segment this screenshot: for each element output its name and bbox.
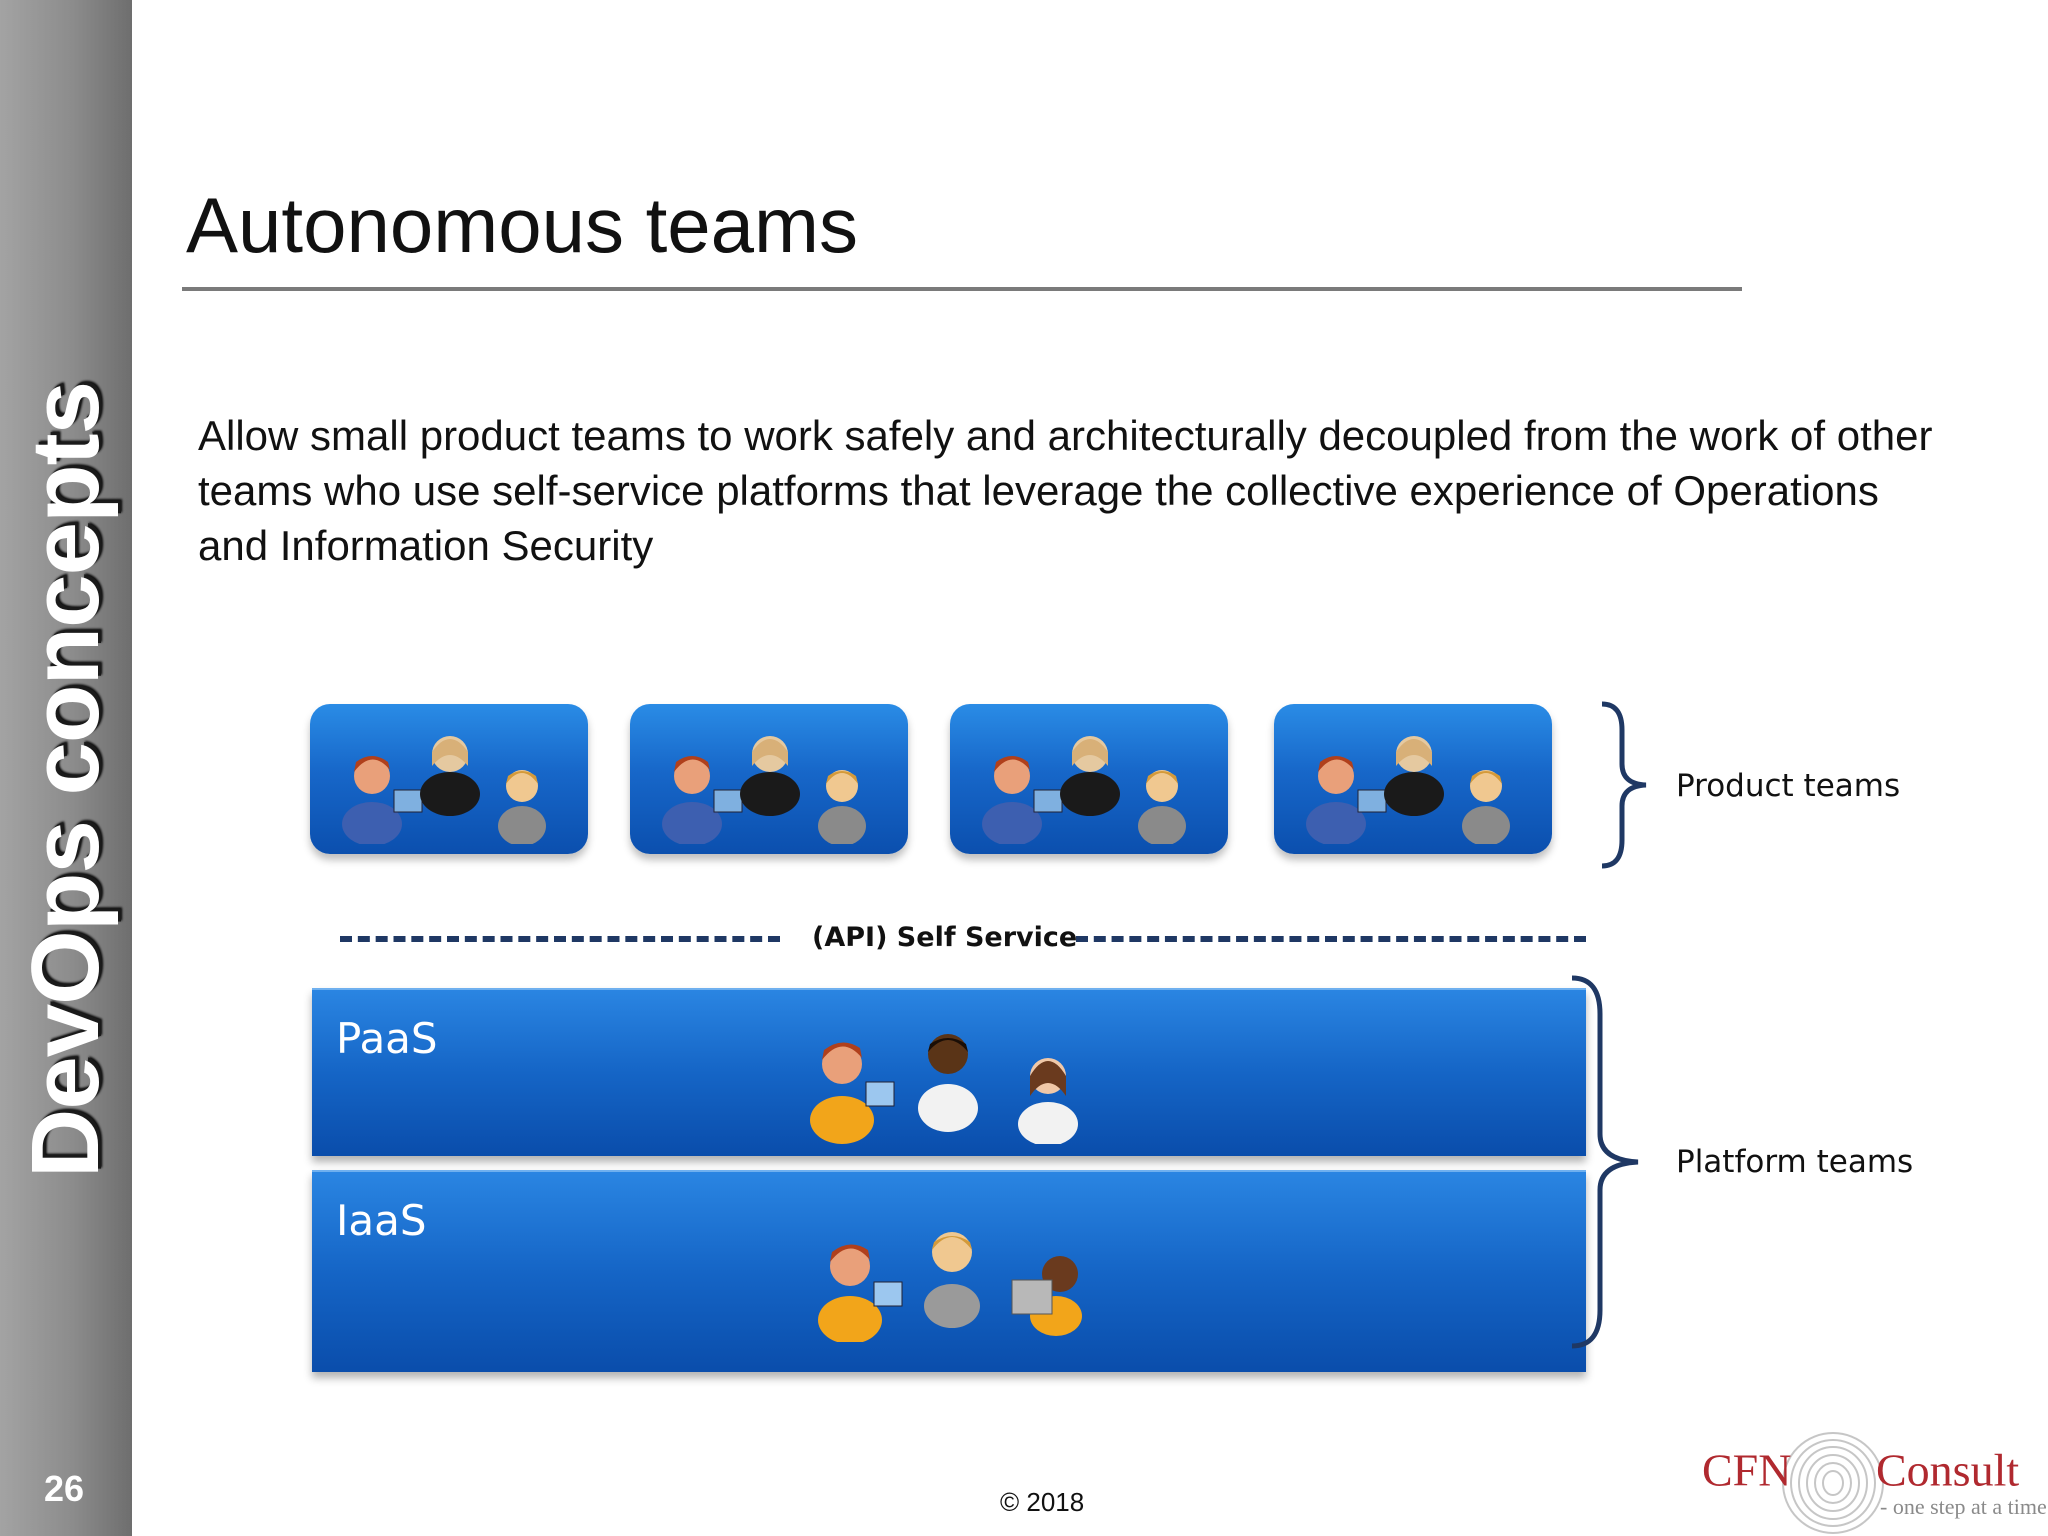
api-self-service-label: (API) Self Service — [812, 922, 1078, 953]
product-teams-brace — [1601, 701, 1647, 869]
slide-title: Autonomous teams — [186, 181, 859, 269]
slide-body-text: Allow small product teams to work safely… — [198, 412, 1933, 569]
title-divider — [182, 287, 1742, 291]
product-team-card — [630, 704, 908, 854]
product-team-card — [310, 704, 588, 854]
logo-tagline: - one step at a time — [1880, 1494, 2047, 1519]
fingerprint-logo-icon — [1782, 1432, 1884, 1534]
team-people-icon — [982, 736, 1186, 844]
product-teams-label: Product teams — [1676, 768, 1901, 804]
product-team-card — [1274, 704, 1552, 854]
team-people-icon — [342, 736, 546, 844]
paas-layer: PaaS — [312, 988, 1586, 1156]
team-people-icon — [1306, 736, 1510, 844]
team-people-icon — [662, 736, 866, 844]
page-number: 26 — [43, 1468, 85, 1509]
platform-people-icon — [810, 1034, 1078, 1144]
paas-label: PaaS — [336, 1014, 438, 1063]
iaas-layer: IaaS — [312, 1170, 1586, 1372]
section-title: DevOps concepts — [12, 382, 119, 1178]
platform-teams-label: Platform teams — [1676, 1144, 1914, 1180]
logo-consult: Consult — [1876, 1444, 2020, 1496]
iaas-label: IaaS — [336, 1196, 427, 1245]
product-team-card — [950, 704, 1228, 854]
logo-cfn: CFN — [1702, 1444, 1792, 1496]
platform-people-icon — [818, 1232, 1082, 1342]
api-divider-right — [1076, 936, 1586, 942]
sidebar: DevOps concepts 26 — [0, 0, 132, 1536]
api-divider-left — [340, 936, 780, 942]
platform-teams-brace — [1571, 975, 1639, 1349]
footer-copyright: © 2018 — [1000, 1487, 1085, 1517]
